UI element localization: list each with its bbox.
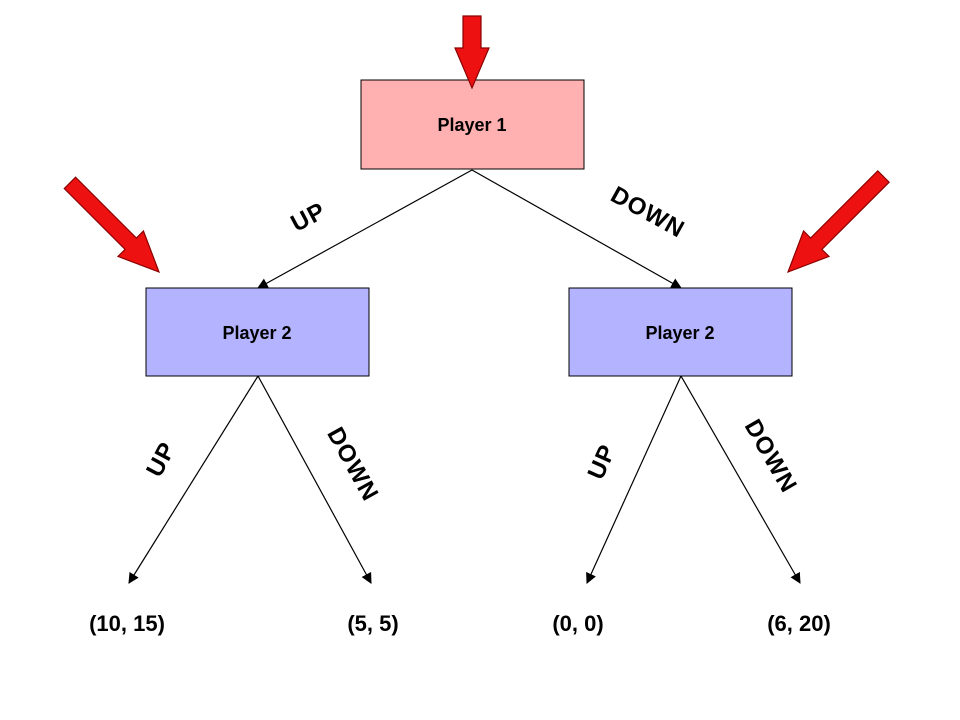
edge-root-down [471, 169, 682, 289]
payoff-leaf-1: (10, 15) [89, 611, 165, 636]
node-player1-label: Player 1 [437, 115, 506, 135]
payoff-leaf-4: (6, 20) [767, 611, 831, 636]
node-player2-left-box [145, 287, 370, 377]
node-player2-left-label: Player 2 [222, 323, 291, 343]
pointer-right-arrow-icon [786, 170, 890, 274]
pointer-root-arrow-icon [454, 15, 490, 90]
edge-left-up [128, 375, 259, 584]
edge-left-down [257, 375, 372, 584]
pointer-left-arrow-icon [63, 176, 161, 274]
node-player2-right-box [568, 287, 793, 377]
node-player1-box [360, 79, 585, 170]
payoff-leaf-3: (0, 0) [552, 611, 603, 636]
branch-label-left-up: UP [141, 438, 181, 482]
edge-root-up [257, 169, 473, 289]
node-player2-right-label: Player 2 [645, 323, 714, 343]
branch-label-right-up: UP [583, 440, 622, 483]
edge-right-down [680, 375, 801, 584]
edge-right-up [586, 375, 682, 584]
branch-label-right-down: DOWN [739, 415, 802, 498]
branch-label-root-down: DOWN [606, 181, 689, 243]
branch-label-root-up: UP [287, 197, 331, 237]
branch-label-left-down: DOWN [321, 423, 383, 506]
payoff-leaf-2: (5, 5) [347, 611, 398, 636]
